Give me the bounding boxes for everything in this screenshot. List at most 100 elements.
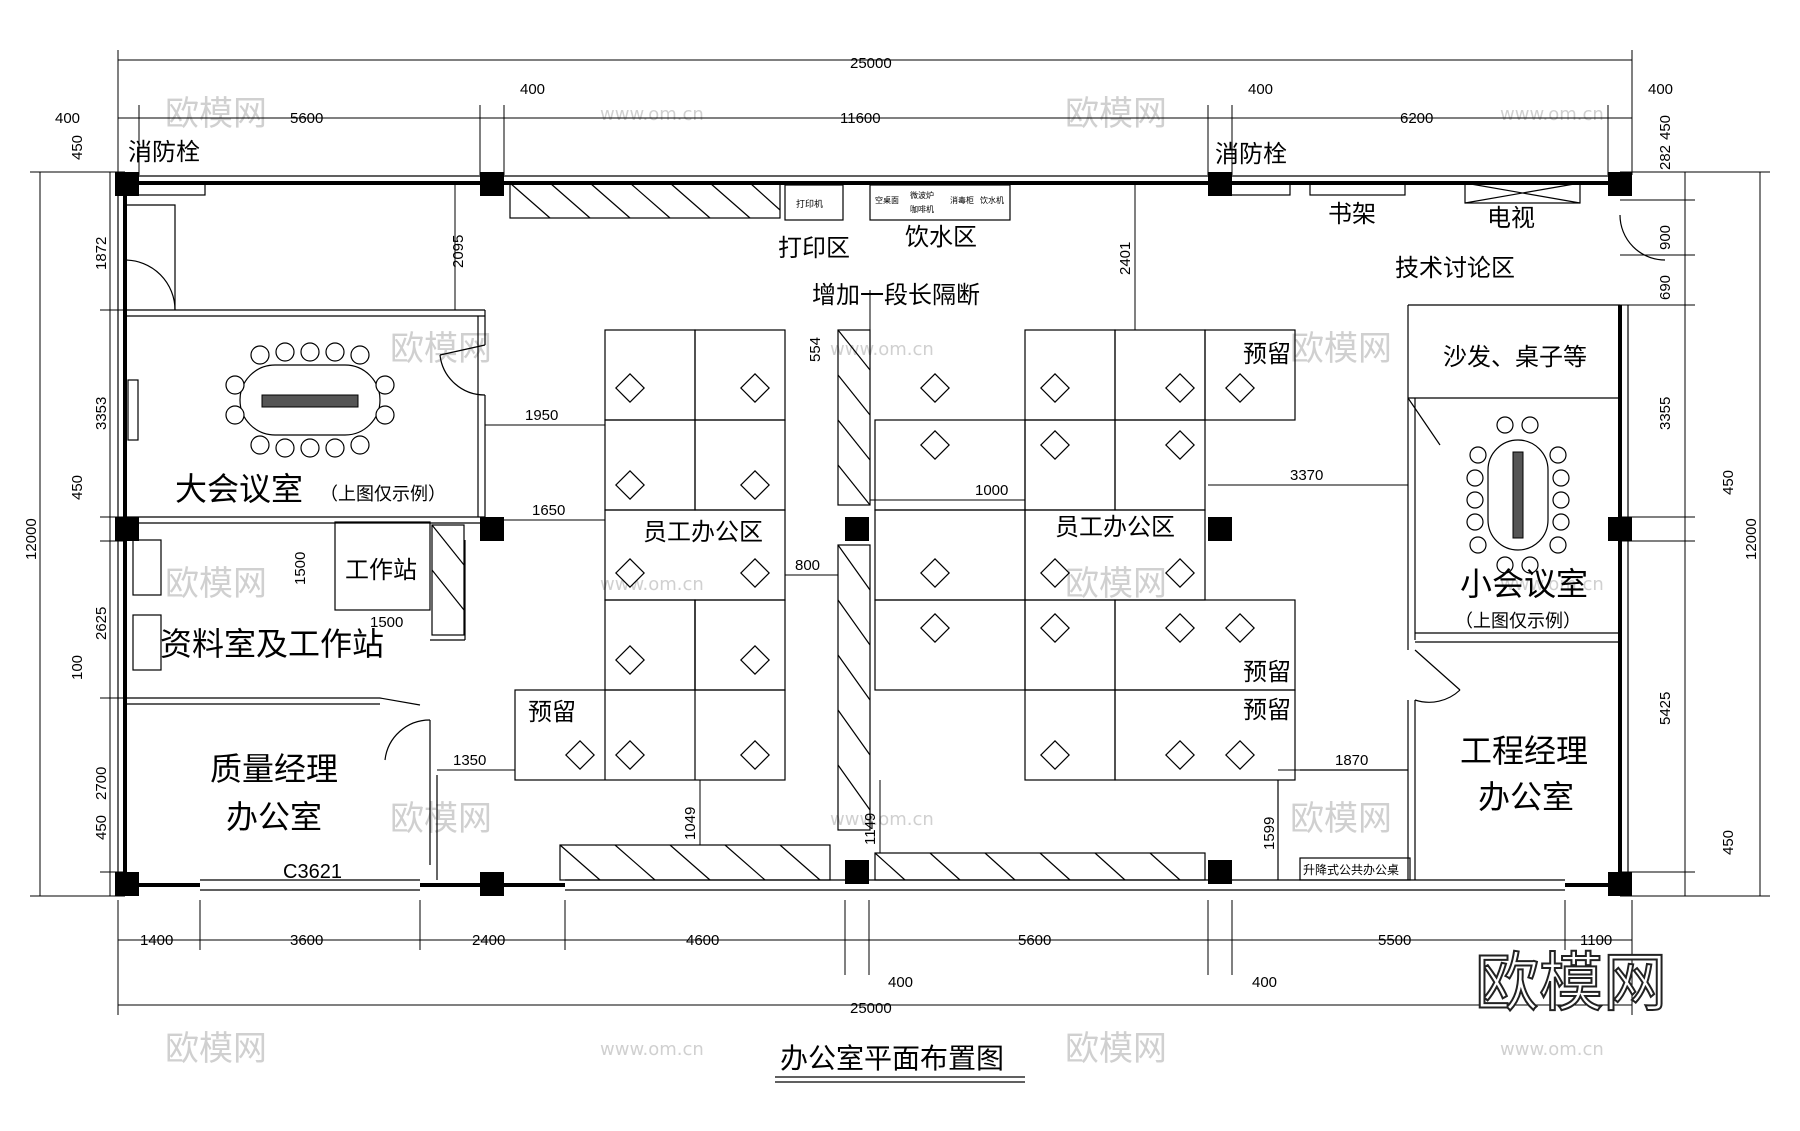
dim-top-total: 25000 bbox=[850, 55, 892, 72]
dim-interior: 1950 bbox=[525, 407, 558, 424]
dim-left-total: 12000 bbox=[23, 518, 40, 560]
dim-interior: 2095 bbox=[450, 235, 467, 268]
sofa-area-label: 沙发、桌子等 bbox=[1443, 343, 1587, 371]
watermark: 欧模网 bbox=[165, 1029, 267, 1069]
dim-bottom: 5600 bbox=[1018, 932, 1051, 949]
dim-top: 5600 bbox=[290, 110, 323, 127]
dim-right: 3355 bbox=[1657, 397, 1674, 430]
watermark: 欧模网 bbox=[1065, 94, 1167, 134]
dim-interior: 554 bbox=[807, 337, 824, 362]
dim-left: 450 bbox=[69, 135, 86, 160]
dim-top: 11600 bbox=[840, 110, 881, 127]
dim-right: 282 bbox=[1657, 145, 1674, 170]
brand-logo: 欧模网 bbox=[1475, 947, 1667, 1021]
staff-area-right-label: 员工办公区 bbox=[1055, 513, 1175, 541]
window-code: C3621 bbox=[283, 861, 342, 883]
dim-top: 400 bbox=[1248, 81, 1273, 98]
task-chairs bbox=[565, 373, 1255, 770]
bookshelf-label: 书架 bbox=[1328, 200, 1376, 228]
watermark: 欧模网 bbox=[390, 799, 492, 839]
dim-interior: 1049 bbox=[682, 807, 699, 840]
dim-interior: 800 bbox=[795, 557, 820, 574]
drawing-title: 办公室平面布置图 bbox=[775, 1042, 1025, 1083]
big-meeting-table bbox=[225, 342, 395, 458]
dim-interior: 1500 bbox=[292, 552, 309, 585]
watermark: 欧模网 bbox=[1290, 329, 1392, 369]
small-meeting-table bbox=[1466, 416, 1570, 574]
printer-label: 打印机 bbox=[796, 198, 823, 210]
dim-left: 1872 bbox=[93, 237, 110, 270]
small-meeting-room-label: 小会议室 bbox=[1460, 565, 1588, 603]
dim-right: 450 bbox=[1720, 830, 1737, 855]
dim-interior: 1650 bbox=[532, 502, 565, 519]
dimension-lines bbox=[30, 50, 1770, 1015]
watermark-url: www.om.cn bbox=[1500, 104, 1604, 125]
dim-interior: 1599 bbox=[1261, 817, 1278, 850]
fire-hydrant-right-label: 消防栓 bbox=[1215, 140, 1287, 168]
dim-right: 5425 bbox=[1657, 692, 1674, 725]
workstation-label: 工作站 bbox=[345, 556, 417, 584]
dim-left: 3353 bbox=[93, 397, 110, 430]
dim-right-total: 12000 bbox=[1743, 518, 1760, 560]
water-item: 空桌面 bbox=[875, 195, 899, 205]
engineering-manager-office-label-2: 办公室 bbox=[1478, 778, 1574, 816]
workstation-desk bbox=[334, 521, 431, 611]
cabinets bbox=[127, 182, 1206, 881]
partition-note-label: 增加一段长隔断 bbox=[812, 281, 980, 309]
big-meeting-room-label: 大会议室 bbox=[175, 470, 303, 508]
doors bbox=[124, 204, 1666, 761]
watermark: 欧模网 bbox=[165, 564, 267, 604]
lift-desk bbox=[1299, 857, 1411, 881]
structural-columns bbox=[115, 172, 1632, 896]
dim-interior: 1870 bbox=[1335, 752, 1368, 769]
dim-left: 450 bbox=[69, 475, 86, 500]
quality-manager-office-label: 质量经理 bbox=[210, 750, 338, 788]
dim-top: 400 bbox=[1648, 81, 1673, 98]
water-station bbox=[869, 184, 1011, 221]
page-title: 办公室平面布置图 bbox=[780, 1042, 1004, 1075]
watermark: 欧模网 bbox=[1290, 799, 1392, 839]
dim-right: 690 bbox=[1657, 275, 1674, 300]
dim-bottom: 1400 bbox=[140, 932, 173, 949]
dim-interior: 1500 bbox=[370, 614, 403, 631]
watermark-url: www.om.cn bbox=[830, 339, 934, 360]
dim-interior: 1149 bbox=[862, 813, 879, 845]
water-item: 消毒柜 bbox=[950, 195, 974, 205]
dim-interior: 1000 bbox=[975, 482, 1008, 499]
dim-left: 2700 bbox=[93, 767, 110, 800]
room-labels: 消防栓 消防栓 大会议室 （上图仅示例） 工作站 资料室及工作站 质量经理 办公… bbox=[128, 138, 1588, 883]
dim-interior: 1350 bbox=[453, 752, 486, 769]
water-item: 饮水机 bbox=[980, 195, 1004, 205]
dim-right: 900 bbox=[1657, 225, 1674, 250]
dim-right: 450 bbox=[1720, 470, 1737, 495]
watermark: 欧模网 bbox=[1065, 1029, 1167, 1069]
engineering-manager-office-label: 工程经理 bbox=[1460, 732, 1588, 770]
dim-interior: 2401 bbox=[1117, 242, 1134, 275]
dim-bottom-extra: 400 bbox=[1252, 974, 1277, 991]
fire-hydrant-left-label: 消防栓 bbox=[128, 138, 200, 166]
printer bbox=[784, 184, 844, 221]
watermark-url: www.om.cn bbox=[1500, 1039, 1604, 1060]
reserved-label: 预留 bbox=[1243, 340, 1291, 368]
dim-left: 2625 bbox=[93, 607, 110, 640]
dim-bottom-total: 25000 bbox=[850, 1000, 892, 1017]
dim-bottom: 3600 bbox=[290, 932, 323, 949]
dim-top: 400 bbox=[55, 110, 80, 127]
small-meeting-note: （上图仅示例） bbox=[1455, 611, 1581, 632]
water-item: 微波炉 bbox=[910, 190, 934, 200]
dimension-text: 25000 400 5600 400 11600 400 6200 400 14… bbox=[23, 55, 1760, 1017]
reserved-label: 预留 bbox=[528, 698, 576, 726]
lift-desk-label: 升降式公共办公桌 bbox=[1303, 862, 1399, 877]
dim-bottom: 1100 bbox=[1580, 932, 1612, 949]
dim-bottom: 4600 bbox=[686, 932, 719, 949]
dim-top: 6200 bbox=[1400, 110, 1433, 127]
reserved-label: 预留 bbox=[1243, 696, 1291, 724]
dim-left: 450 bbox=[93, 815, 110, 840]
quality-manager-office-label-2: 办公室 bbox=[226, 798, 322, 836]
water-area-label: 饮水区 bbox=[905, 223, 977, 251]
dim-bottom: 5500 bbox=[1378, 932, 1411, 949]
archive-room-label: 资料室及工作站 bbox=[160, 625, 384, 663]
water-item: 咖啡机 bbox=[910, 204, 934, 214]
dim-interior: 3370 bbox=[1290, 467, 1323, 484]
